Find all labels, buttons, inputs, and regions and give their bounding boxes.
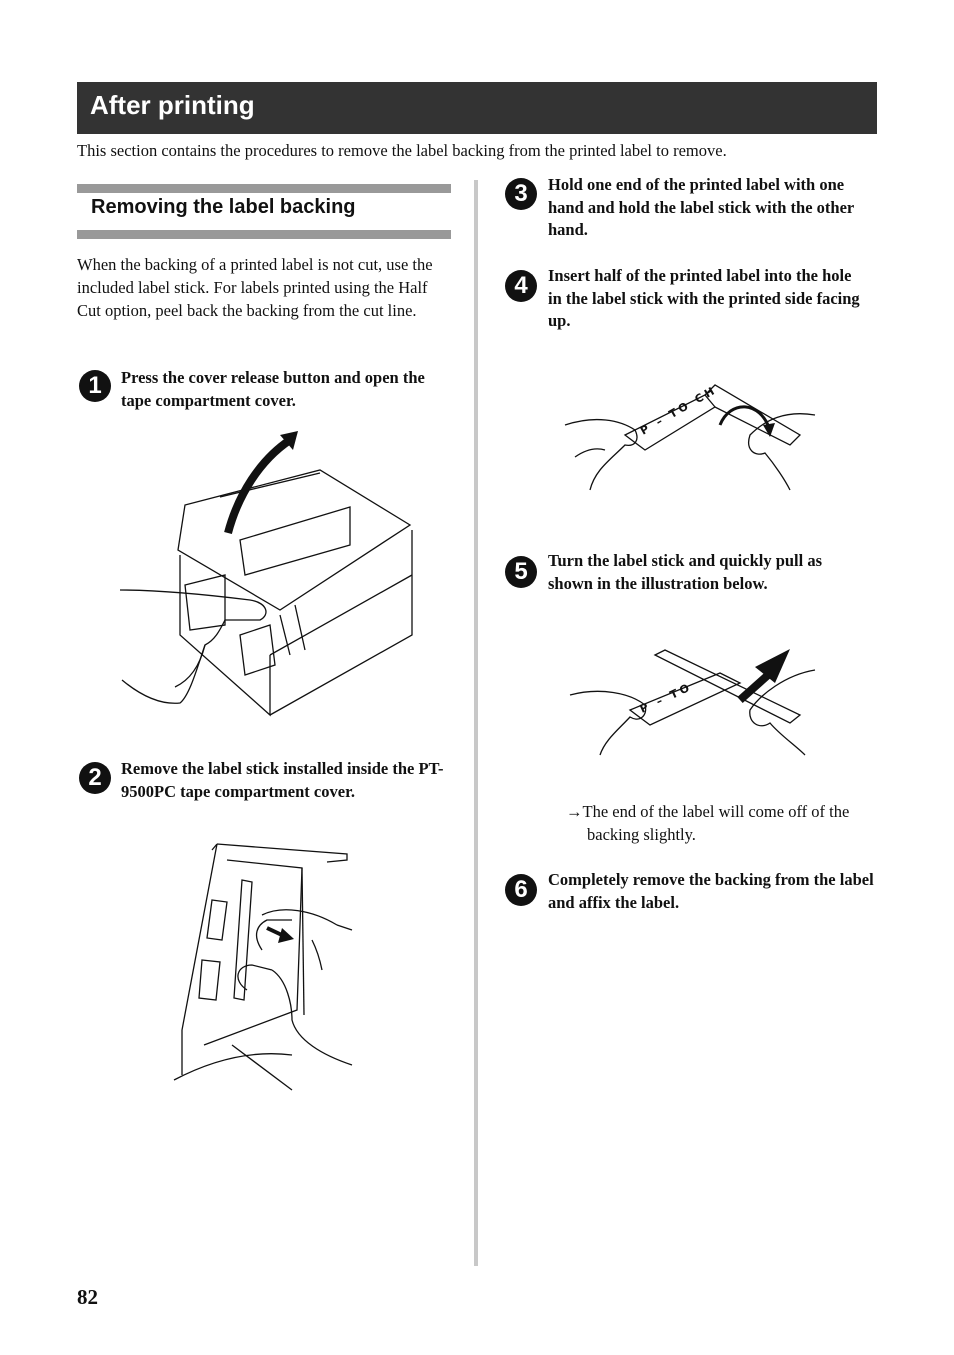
step-6-text: Completely remove the backing from the l… <box>548 870 874 912</box>
page-number: 82 <box>77 1285 98 1309</box>
step-6-number: 6 <box>505 874 537 906</box>
step-2-number: 2 <box>79 762 111 794</box>
label-insert-illustration: P – TO CH <box>565 383 815 495</box>
step-1-number: 1 <box>79 370 111 402</box>
step-5-text: Turn the label stick and quickly pull as… <box>548 551 823 593</box>
section-rule-bottom <box>77 230 451 239</box>
title-bar: After printing <box>77 82 877 134</box>
step-2-text: Remove the label stick installed inside … <box>121 759 444 801</box>
step-5-number: 5 <box>505 556 537 588</box>
printer-cover-illustration <box>120 431 420 720</box>
section-title: Removing the label backing <box>91 196 356 218</box>
step-5-result: →The end of the label will come off of t… <box>566 800 876 846</box>
page-title: After printing <box>90 90 255 120</box>
result-arrow: → <box>566 802 583 821</box>
step-1-text: Press the cover release button and open … <box>121 368 425 410</box>
intro-text: This section contains the procedures to … <box>77 141 727 160</box>
label-stick-removal-illustration <box>172 840 362 1095</box>
column-divider <box>474 180 478 1266</box>
label-text-2: P – TO <box>638 680 694 715</box>
step-3-text: Hold one end of the printed label with o… <box>548 175 854 239</box>
step-3-number: 3 <box>505 178 537 210</box>
section-body: When the backing of a printed label is n… <box>77 255 433 320</box>
step-4-number: 4 <box>505 270 537 302</box>
section-rule-top <box>77 184 451 193</box>
result-text: The end of the label will come off of th… <box>582 802 850 844</box>
label-pull-illustration: P – TO <box>570 649 820 760</box>
step-4-text: Insert half of the printed label into th… <box>548 266 860 330</box>
